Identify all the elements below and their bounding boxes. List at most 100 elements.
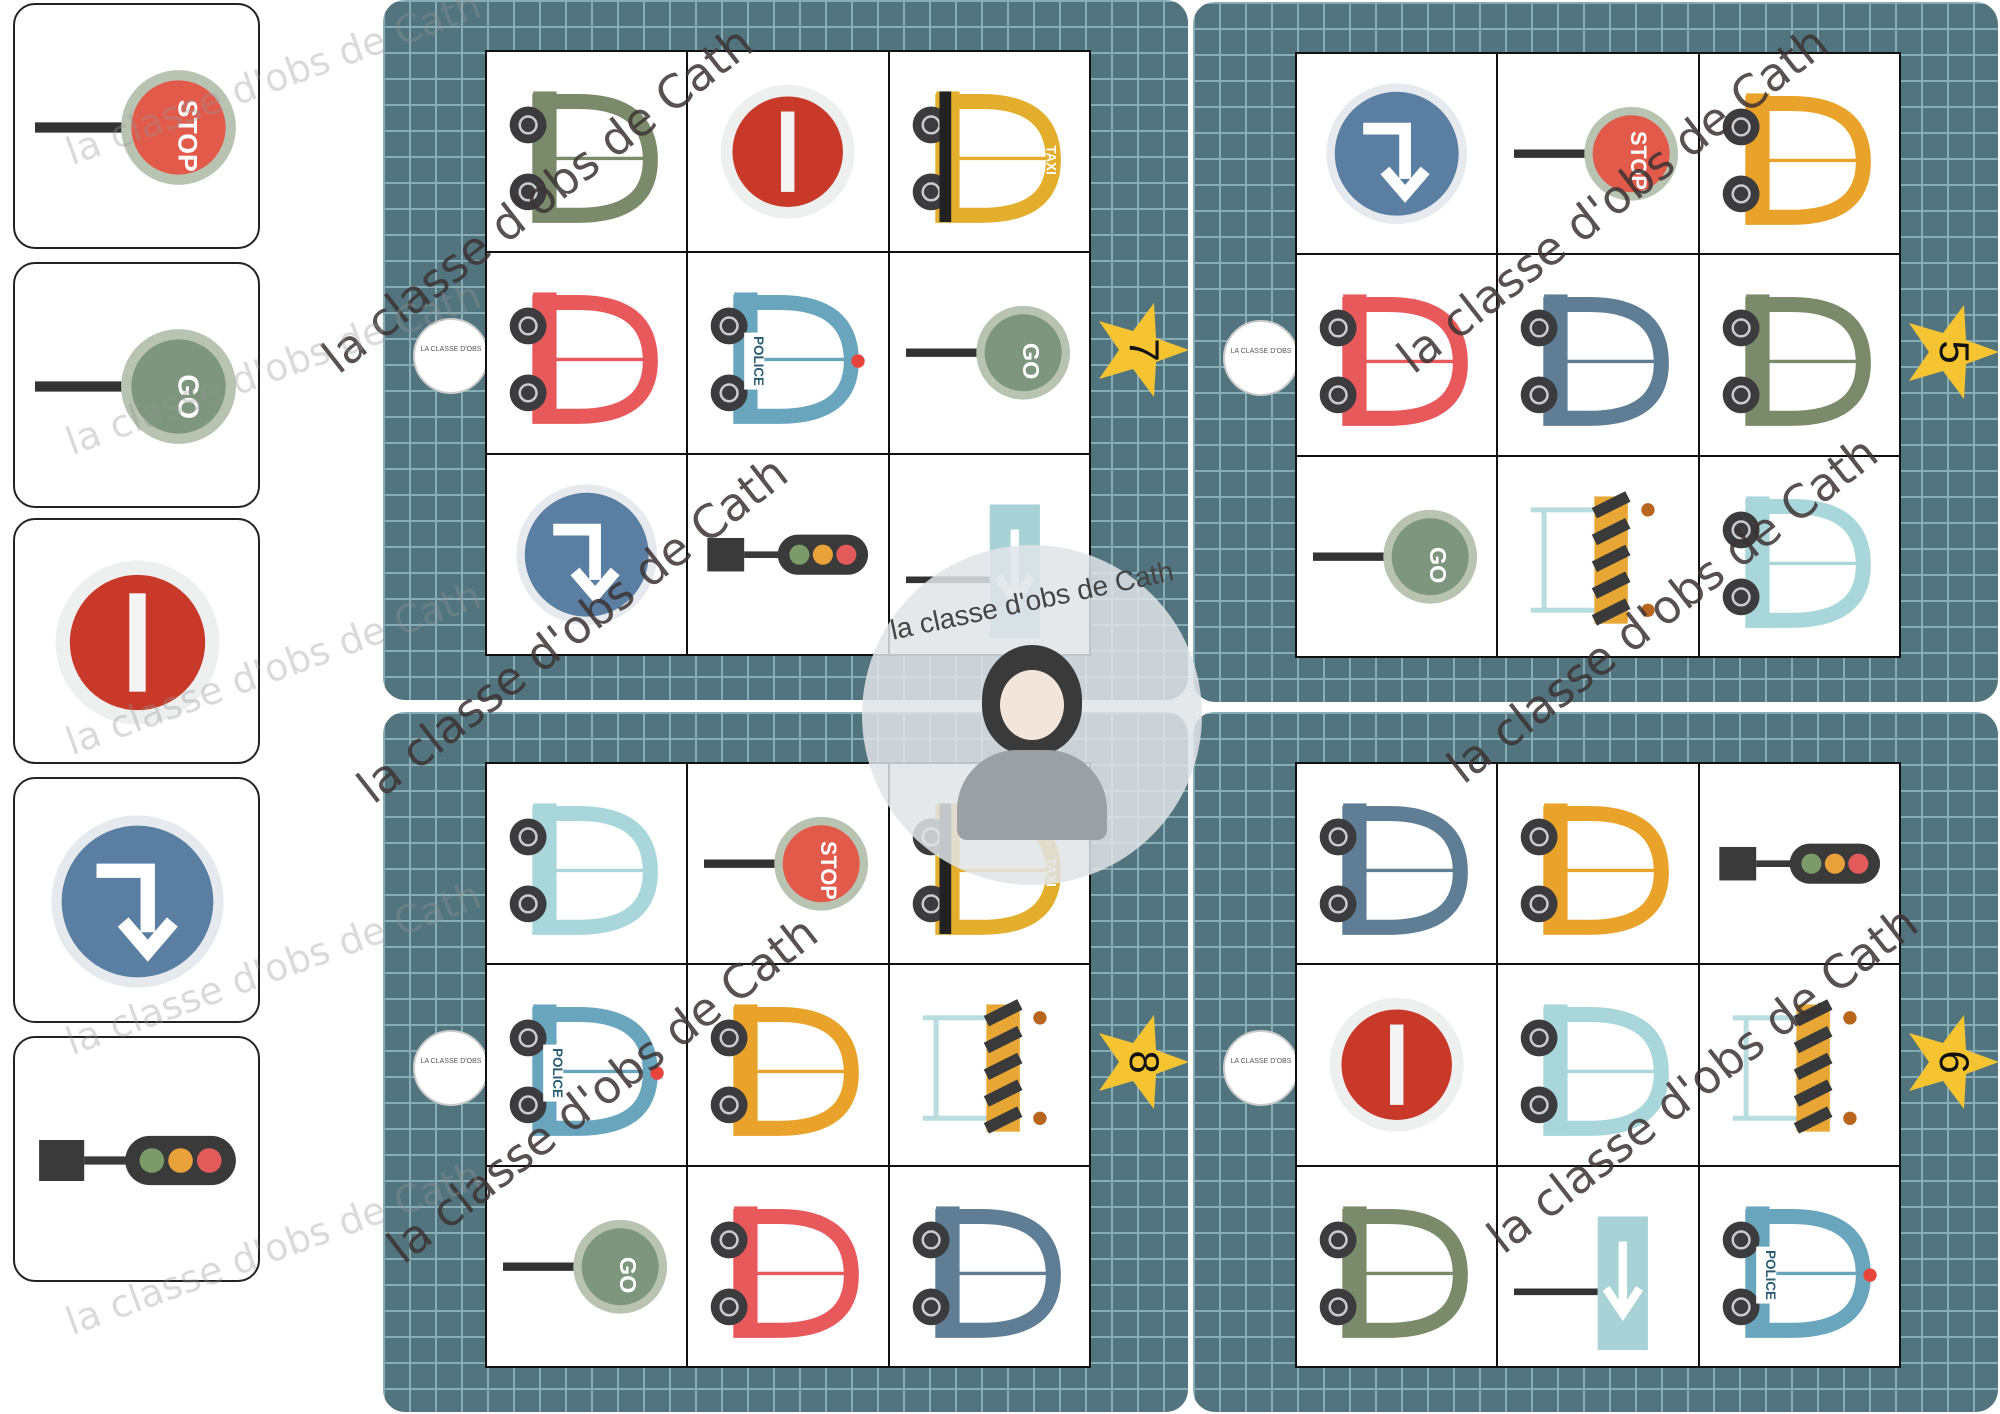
board-cell-no-entry-sign[interactable] (688, 52, 888, 252)
picture-card-no-entry-sign[interactable] (13, 518, 260, 764)
board-number-star: 8 (1094, 1012, 1194, 1112)
board-cell-car-blue[interactable] (889, 1166, 1089, 1366)
board-cell-go-sign[interactable]: GO (487, 1166, 687, 1366)
svg-text:STOP: STOP (172, 100, 202, 172)
board-number: 7 (1121, 338, 1168, 362)
board-cell-car-blue[interactable] (1498, 255, 1698, 455)
car-red-icon (1319, 294, 1468, 427)
picture-card-traffic-light[interactable] (13, 1036, 260, 1282)
board-cell-no-entry-sign[interactable] (1297, 965, 1497, 1165)
board-number: 6 (1931, 1050, 1978, 1074)
logo-text: LA CLASSE D'OBS (1230, 348, 1292, 355)
barrier-icon (922, 999, 1047, 1134)
svg-text:STOP: STOP (816, 841, 841, 900)
board-cell-car-red[interactable] (487, 253, 687, 453)
car-red-icon (509, 292, 658, 425)
board-cell-car-green[interactable] (1297, 1166, 1497, 1366)
svg-text:POLICE: POLICE (550, 1048, 565, 1098)
board-cell-car-lightblue[interactable] (1498, 965, 1698, 1165)
traffic-light-icon (39, 1135, 236, 1186)
board-cell-stop-sign[interactable]: STOP (1498, 54, 1698, 254)
svg-text:GO: GO (1425, 546, 1451, 582)
author-logo: LA CLASSE D'OBS (413, 1030, 489, 1106)
board-cell-go-sign[interactable]: GO (889, 253, 1089, 453)
picture-card-stop-sign[interactable]: STOP (13, 3, 260, 249)
board-cell-taxi[interactable]: TAXI (889, 52, 1089, 252)
board-cell-car-green[interactable] (1699, 255, 1899, 455)
board-number-star: 6 (1904, 1012, 2000, 1112)
board-cell-car-green[interactable] (487, 52, 687, 252)
board-cell-car-lightblue[interactable] (1699, 456, 1899, 656)
police-car-icon: POLICE (710, 292, 865, 425)
stop-sign-icon: STOP (35, 70, 236, 185)
car-lightblue-icon (1722, 496, 1871, 628)
board-cell-car-yellow[interactable] (1699, 54, 1899, 254)
go-sign-icon: GO (35, 329, 236, 444)
police-car-icon: POLICE (1722, 1206, 1877, 1338)
taxi-icon: TAXI (912, 91, 1061, 223)
svg-text:GO: GO (1018, 343, 1044, 379)
svg-text:TAXI: TAXI (1043, 145, 1058, 174)
car-yellow-icon (1722, 93, 1871, 225)
logo-text: LA CLASSE D'OBS (420, 346, 482, 353)
lotto-board-8: LA CLASSE D'OBS STOPTAXIPOLICEGO 8 (383, 712, 1189, 1412)
down-arrow-sign-icon (1514, 1216, 1649, 1351)
svg-text:POLICE: POLICE (1763, 1250, 1778, 1300)
board-grid: POLICE (1295, 762, 1901, 1368)
lotto-board-6: LA CLASSE D'OBS POLICE 6 (1193, 712, 2000, 1412)
svg-text:GO: GO (172, 374, 204, 419)
car-green-icon (1722, 294, 1871, 427)
board-cell-police-car[interactable]: POLICE (487, 965, 687, 1165)
board-cell-police-car[interactable]: POLICE (1699, 1166, 1899, 1366)
teacher-avatar (982, 645, 1082, 755)
board-cell-police-car[interactable]: POLICE (688, 253, 888, 453)
board-cell-barrier[interactable] (1699, 965, 1899, 1165)
barrier-icon (1732, 999, 1857, 1134)
board-cell-go-sign[interactable]: GO (1297, 456, 1497, 656)
traffic-light-icon (1718, 843, 1880, 884)
no-entry-sign-icon (1329, 998, 1464, 1132)
board-number-star: 5 (1904, 302, 2000, 402)
author-logo: LA CLASSE D'OBS (1223, 320, 1299, 396)
no-entry-sign-icon (55, 560, 220, 725)
board-cell-car-yellow[interactable] (688, 965, 888, 1165)
board-cell-traffic-light[interactable] (1699, 764, 1899, 964)
svg-text:POLICE: POLICE (751, 336, 766, 386)
car-blue-icon (1520, 294, 1670, 427)
car-lightblue-icon (1520, 1004, 1670, 1137)
board-cell-car-red[interactable] (1297, 255, 1497, 455)
board-cell-car-yellow[interactable] (1498, 764, 1698, 964)
turn-arrow-sign-icon (51, 815, 224, 988)
board-cell-car-blue[interactable] (1297, 764, 1497, 964)
svg-text:GO: GO (615, 1256, 641, 1292)
stop-sign-icon: STOP (704, 816, 869, 911)
picture-card-go-sign[interactable]: GO (13, 262, 260, 508)
board-cell-turn-arrow-sign[interactable] (1297, 54, 1497, 254)
author-logo: LA CLASSE D'OBS (413, 318, 489, 394)
svg-text:STOP: STOP (1626, 131, 1651, 190)
car-green-icon (1319, 1206, 1468, 1338)
board-cell-car-red[interactable] (688, 1166, 888, 1366)
board-number: 8 (1121, 1050, 1168, 1074)
police-car-icon: POLICE (509, 1004, 664, 1137)
go-sign-icon: GO (502, 1219, 668, 1314)
car-lightblue-icon (509, 803, 658, 935)
barrier-icon (1531, 490, 1655, 626)
board-cell-turn-arrow-sign[interactable] (487, 454, 687, 654)
star-icon (1099, 1015, 1189, 1109)
board-cell-stop-sign[interactable]: STOP (688, 764, 888, 964)
board-number: 5 (1931, 340, 1978, 364)
car-yellow-icon (710, 1004, 860, 1137)
stop-sign-icon: STOP (1514, 106, 1679, 201)
logo-text: LA CLASSE D'OBS (1230, 1058, 1292, 1065)
picture-card-turn-arrow-sign[interactable] (13, 777, 260, 1023)
board-cell-traffic-light[interactable] (688, 454, 888, 654)
board-cell-barrier[interactable] (889, 965, 1089, 1165)
teacher-body (957, 750, 1107, 840)
board-cell-car-lightblue[interactable] (487, 764, 687, 964)
board-grid: STOP GO (1295, 52, 1901, 658)
board-cell-down-arrow-sign[interactable] (1498, 1166, 1698, 1366)
board-cell-barrier[interactable] (1498, 456, 1698, 656)
logo-text: LA CLASSE D'OBS (420, 1058, 482, 1065)
traffic-light-icon (707, 534, 869, 575)
